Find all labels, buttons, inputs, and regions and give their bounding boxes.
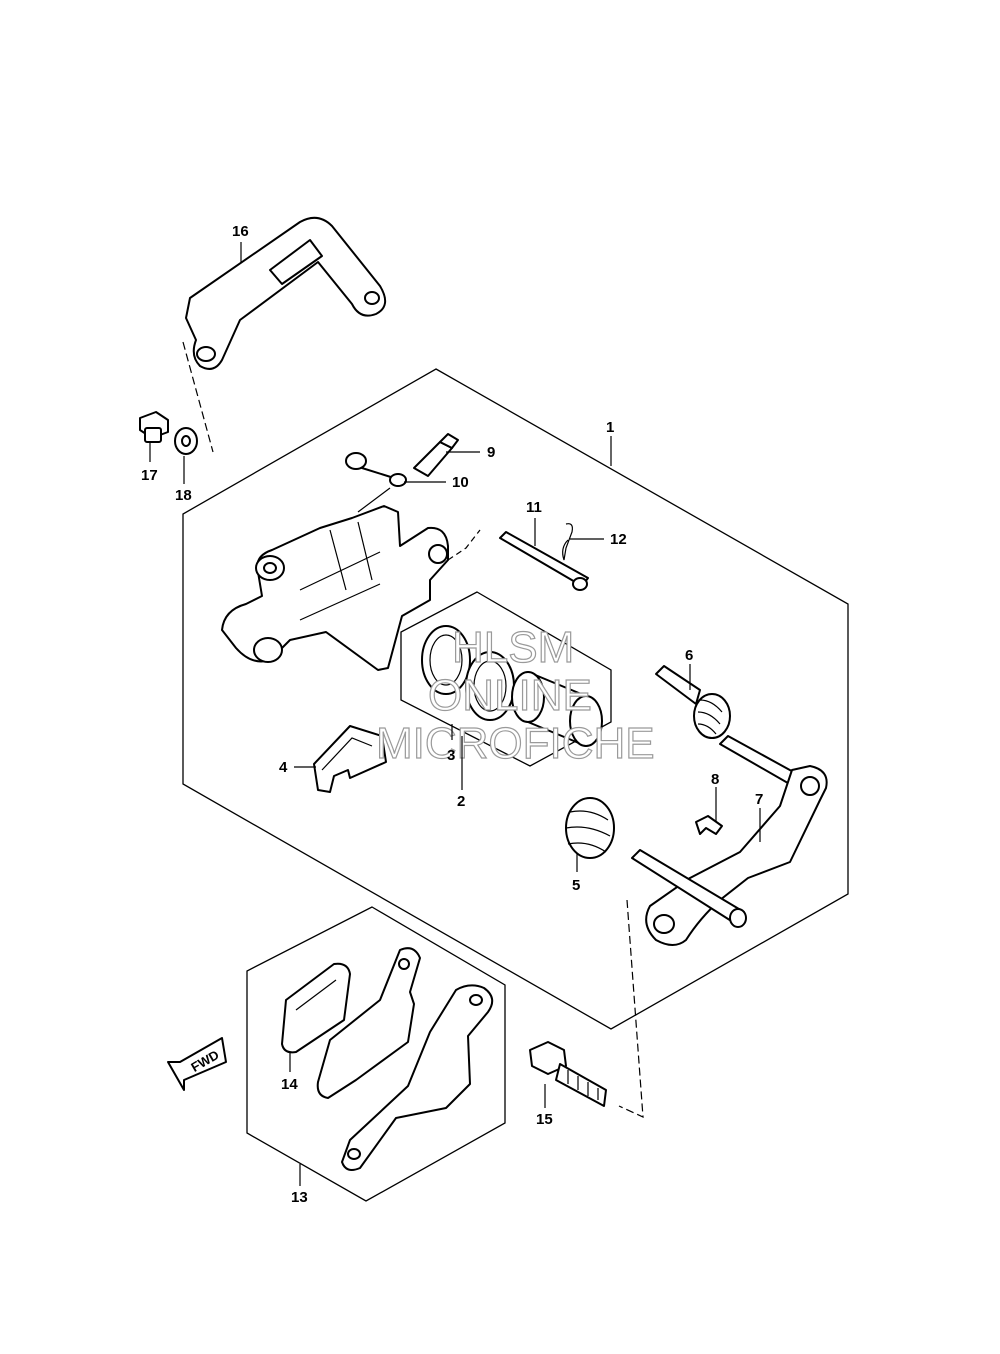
callout-9: 9 xyxy=(487,444,495,461)
brake-pad-outer-part xyxy=(316,947,421,1099)
pad-pin-part xyxy=(499,531,589,591)
pad-spring-part xyxy=(313,725,387,793)
callout-13: 13 xyxy=(291,1189,308,1206)
callout-2: 2 xyxy=(457,793,465,810)
brake-pad-shim-part xyxy=(341,984,494,1171)
caliper-bracket-part xyxy=(185,216,387,370)
bleeder-attach-line xyxy=(357,487,391,513)
bleeder-cap-part xyxy=(345,452,407,487)
caliper-body-part xyxy=(221,505,449,671)
watermark-line-2: ONLINE xyxy=(428,671,592,720)
leader-lines xyxy=(149,242,761,1186)
piston-kit-boundary xyxy=(400,591,612,767)
callout-16: 16 xyxy=(232,223,249,240)
brake-pad-set-boundary xyxy=(246,906,506,1202)
bolt-attach-line xyxy=(618,899,644,1118)
bleeder-screw-part xyxy=(413,433,459,477)
callout-3: 3 xyxy=(447,747,455,764)
watermark-line-1: HLSM xyxy=(452,623,574,672)
callout-14: 14 xyxy=(281,1076,298,1093)
pin-clip-part xyxy=(562,523,573,561)
watermark-line-3: MICROFICHE xyxy=(376,719,655,768)
brake-pad-inner-part xyxy=(281,962,351,1054)
callout-17: 17 xyxy=(141,467,158,484)
callout-15: 15 xyxy=(536,1111,553,1128)
callout-8: 8 xyxy=(711,771,719,788)
bracket-clip-part xyxy=(695,815,723,835)
pin-attach-line xyxy=(447,529,481,561)
callout-1: 1 xyxy=(606,419,614,436)
dust-boot-part xyxy=(565,797,615,859)
callout-12: 12 xyxy=(610,531,627,548)
callout-18: 18 xyxy=(175,487,192,504)
callout-5: 5 xyxy=(572,877,580,894)
caliper-bolt-part xyxy=(529,1041,607,1107)
callout-6: 6 xyxy=(685,647,693,664)
slide-pin-boot-part xyxy=(655,665,731,739)
piston-seal-part xyxy=(421,625,515,721)
callout-10: 10 xyxy=(452,474,469,491)
forward-direction-arrow: FWD xyxy=(167,1037,227,1091)
callout-7: 7 xyxy=(755,791,763,808)
callout-4: 4 xyxy=(279,759,288,776)
washer-part xyxy=(174,427,198,455)
callout-11: 11 xyxy=(526,499,542,516)
bracket-bolt-part xyxy=(139,411,169,443)
caliper-assembly-boundary xyxy=(182,368,849,1030)
caliper-holder-part xyxy=(631,735,828,946)
piston-part xyxy=(511,671,603,747)
watermark: HLSM ONLINE MICROFICHE xyxy=(375,622,655,768)
bracket-attach-line xyxy=(182,341,214,453)
